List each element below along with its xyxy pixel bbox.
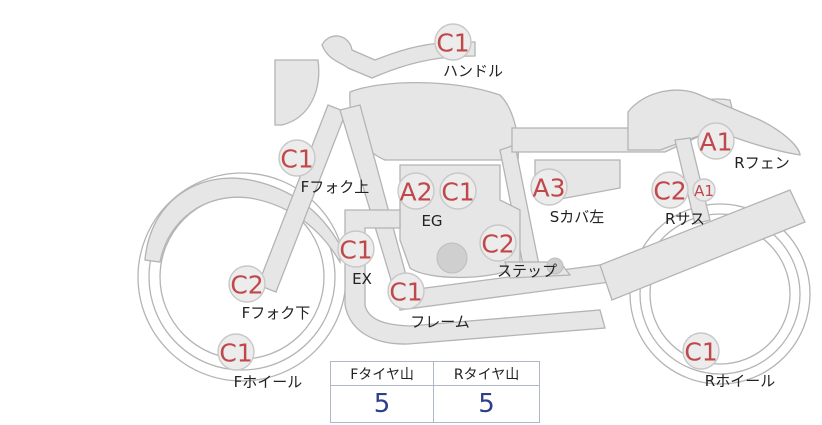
badge-circle: [434, 23, 472, 61]
front-tire-header: Fタイヤ山: [329, 361, 435, 386]
rear-tire-header: Rタイヤ山: [433, 361, 540, 386]
badge-circle: [397, 172, 435, 210]
f-fork-lower-grade-badge: C2: [228, 265, 266, 303]
grade-text: C1: [339, 236, 372, 265]
ex-grade-badge: C1: [337, 230, 375, 268]
grade-text: C1: [389, 278, 422, 307]
tire-tread-table: Fタイヤ山 Rタイヤ山 5 5: [329, 361, 540, 423]
handle-label: ハンドル: [443, 62, 503, 80]
grade-text: C2: [653, 177, 686, 206]
s-cover-left-label: Sカバ左: [550, 208, 605, 226]
badge-circle: [278, 139, 316, 177]
eg-grade-badge-secondary: C1: [439, 172, 477, 210]
step-grade-badge: C2: [479, 224, 517, 262]
r-suspension-label: Rサス: [665, 210, 705, 228]
f-fork-upper-grade-badge: C1: [278, 139, 316, 177]
frame-label: フレーム: [410, 313, 470, 331]
frame-grade-badge: C1: [387, 272, 425, 310]
ex-label: EX: [352, 270, 372, 288]
grade-text: C1: [280, 145, 313, 174]
handle-grade-badge: C1: [434, 23, 472, 61]
f-fork-lower-label: Fフォク下: [242, 304, 311, 322]
step-label: ステップ: [497, 262, 557, 280]
f-fork-upper-label: Fフォク上: [301, 178, 370, 196]
grade-text: C2: [230, 271, 263, 300]
tire-table-header-row: Fタイヤ山 Rタイヤ山: [329, 361, 540, 386]
r-suspension-grade-badge-secondary: A1: [692, 178, 716, 202]
grade-text: C1: [436, 29, 469, 58]
r-wheel-label: Rホイール: [705, 372, 775, 390]
grade-text: C1: [684, 338, 717, 367]
badge-circle: [439, 172, 477, 210]
badge-circle: [697, 122, 735, 160]
grade-text: A1: [694, 182, 714, 200]
badge-circle: [682, 332, 720, 370]
badge-circle: [217, 333, 255, 371]
r-fender-grade-badge: A1: [697, 122, 735, 160]
grade-text: C1: [219, 339, 252, 368]
motorcycle-illustration: [137, 35, 811, 385]
rear-tire-value: 5: [433, 385, 540, 423]
r-wheel-grade-badge: C1: [682, 332, 720, 370]
front-tire-value: 5: [329, 385, 435, 423]
grade-text: C2: [481, 230, 514, 259]
grade-text: A2: [399, 178, 432, 207]
grade-text: A3: [532, 174, 565, 203]
eg-label: EG: [421, 212, 442, 230]
r-fender-label: Rフェン: [734, 154, 789, 172]
s-cover-left-grade-badge: A3: [530, 168, 568, 206]
grade-text: A1: [699, 128, 732, 157]
badge-circle: [387, 272, 425, 310]
badge-circle: [228, 265, 266, 303]
f-wheel-grade-badge: C1: [217, 333, 255, 371]
r-suspension-grade-badge: C2: [651, 171, 689, 209]
eg-grade-badge: A2: [397, 172, 435, 210]
tire-table-value-row: 5 5: [329, 385, 540, 423]
f-wheel-label: Fホイール: [234, 373, 303, 391]
badge-circle: [337, 230, 375, 268]
badge-circle: [692, 178, 716, 202]
badge-circle: [651, 171, 689, 209]
badge-circle: [530, 168, 568, 206]
badge-circle: [479, 224, 517, 262]
grade-text: C1: [441, 178, 474, 207]
